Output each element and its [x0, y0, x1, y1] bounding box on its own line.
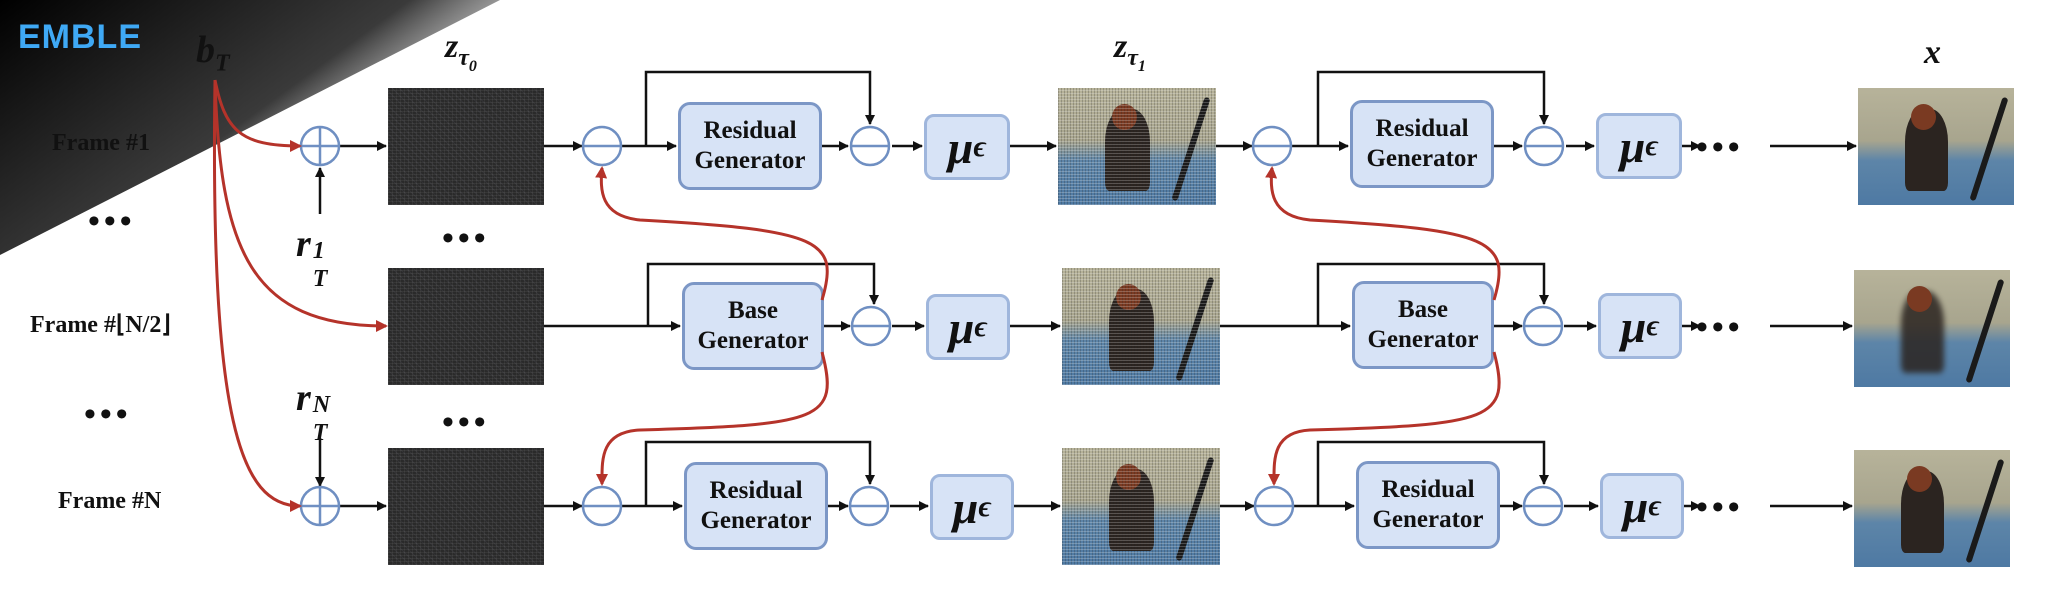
label-z-tau1: zτ1 — [1114, 28, 1146, 75]
noise-image-row1 — [388, 88, 544, 205]
frame-label-mid: Frame #⌊N/2⌋ — [30, 312, 171, 338]
frame-label-1: Frame #1 — [52, 130, 150, 156]
noisy-archer-image-row3 — [1062, 448, 1220, 565]
label-b-T: bT — [196, 29, 230, 77]
noisy-archer-image-row1 — [1058, 88, 1216, 205]
frame-label-N: Frame #N — [58, 488, 162, 514]
ellipsis-out-3: ••• — [1696, 489, 1744, 526]
ellipsis-latent-1: ••• — [442, 220, 490, 257]
ellipsis-out-2: ••• — [1696, 309, 1744, 346]
ellipsis-out-1: ••• — [1696, 129, 1744, 166]
logo: EMBLE — [18, 18, 142, 56]
label-z-tau0: zτ0 — [445, 28, 477, 75]
archer-output-image-row1 — [1858, 88, 2014, 205]
archer-output-image-row2 — [1854, 270, 2010, 387]
noise-image-row3 — [388, 448, 544, 565]
noisy-archer-image-row2 — [1062, 268, 1220, 385]
label-x: x — [1924, 34, 1941, 71]
ellipsis-row1: ••• — [88, 203, 136, 240]
ellipsis-row2: ••• — [84, 396, 132, 433]
noise-image-row2 — [388, 268, 544, 385]
archer-output-image-row3 — [1854, 450, 2010, 567]
ellipsis-latent-2: ••• — [442, 404, 490, 441]
